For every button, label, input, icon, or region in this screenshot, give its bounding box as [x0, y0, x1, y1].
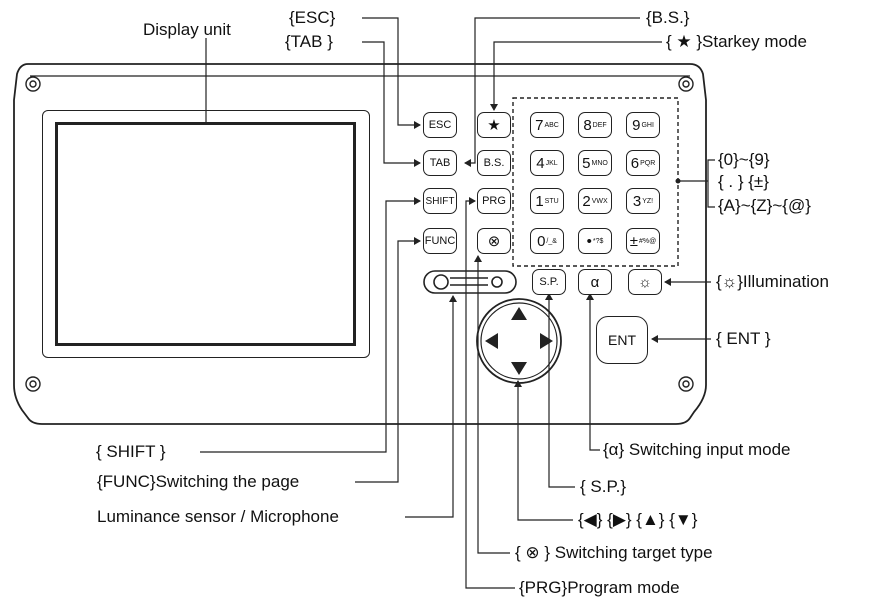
key-dot[interactable]: •*?$	[578, 228, 612, 254]
luminance-sensor-icon	[423, 270, 517, 294]
screw-icon	[25, 76, 694, 392]
label-func: {FUNC}Switching the page	[97, 472, 300, 491]
star-key[interactable]: ★	[477, 112, 511, 138]
label-sp: { S.P.}	[580, 477, 627, 496]
backspace-key[interactable]: B.S.	[477, 150, 511, 176]
ent-key[interactable]: ENT	[596, 316, 648, 364]
key-plus-minus[interactable]: ±#%@	[626, 228, 660, 254]
display-screen	[55, 122, 356, 346]
label-alpha-range: {A}~{Z}~{@}	[718, 196, 811, 215]
display-frame	[42, 110, 370, 358]
shift-key[interactable]: SHIFT	[423, 188, 457, 214]
label-sensor: Luminance sensor / Microphone	[97, 507, 339, 526]
arrow-pad-icon	[476, 298, 562, 384]
panel-outline	[13, 63, 707, 425]
alpha-key[interactable]: α	[578, 269, 612, 295]
label-target: { ⊗ } Switching target type	[515, 543, 713, 562]
label-illumination: {☼}Illumination	[716, 272, 829, 291]
label-shift: { SHIFT }	[96, 442, 166, 461]
label-esc: {ESC}	[289, 8, 336, 27]
label-bs: {B.S.}	[646, 8, 690, 27]
label-display-unit: Display unit	[143, 20, 231, 39]
illumination-key[interactable]: ☼	[628, 269, 662, 295]
label-alpha-mode: {α} Switching input mode	[603, 440, 791, 459]
sp-key[interactable]: S.P.	[532, 269, 566, 295]
label-prg: {PRG}Program mode	[519, 578, 680, 597]
func-key[interactable]: FUNC	[423, 228, 457, 254]
esc-key[interactable]: ESC	[423, 112, 457, 138]
key-0[interactable]: 0/_&	[530, 228, 564, 254]
label-digits: {0}~{9}	[718, 150, 770, 169]
label-tab: {TAB }	[285, 32, 333, 51]
label-ent: { ENT }	[716, 329, 771, 348]
prg-key[interactable]: PRG	[477, 188, 511, 214]
label-dot-plus-minus: { . } {±}	[718, 172, 769, 191]
target-key[interactable]: ⊗	[477, 228, 511, 254]
tab-key[interactable]: TAB	[423, 150, 457, 176]
sun-icon: ☼	[638, 273, 652, 291]
label-arrows: {◀} {▶} {▲} {▼}	[578, 510, 698, 529]
label-starkey: { ★ }Starkey mode	[666, 32, 807, 51]
